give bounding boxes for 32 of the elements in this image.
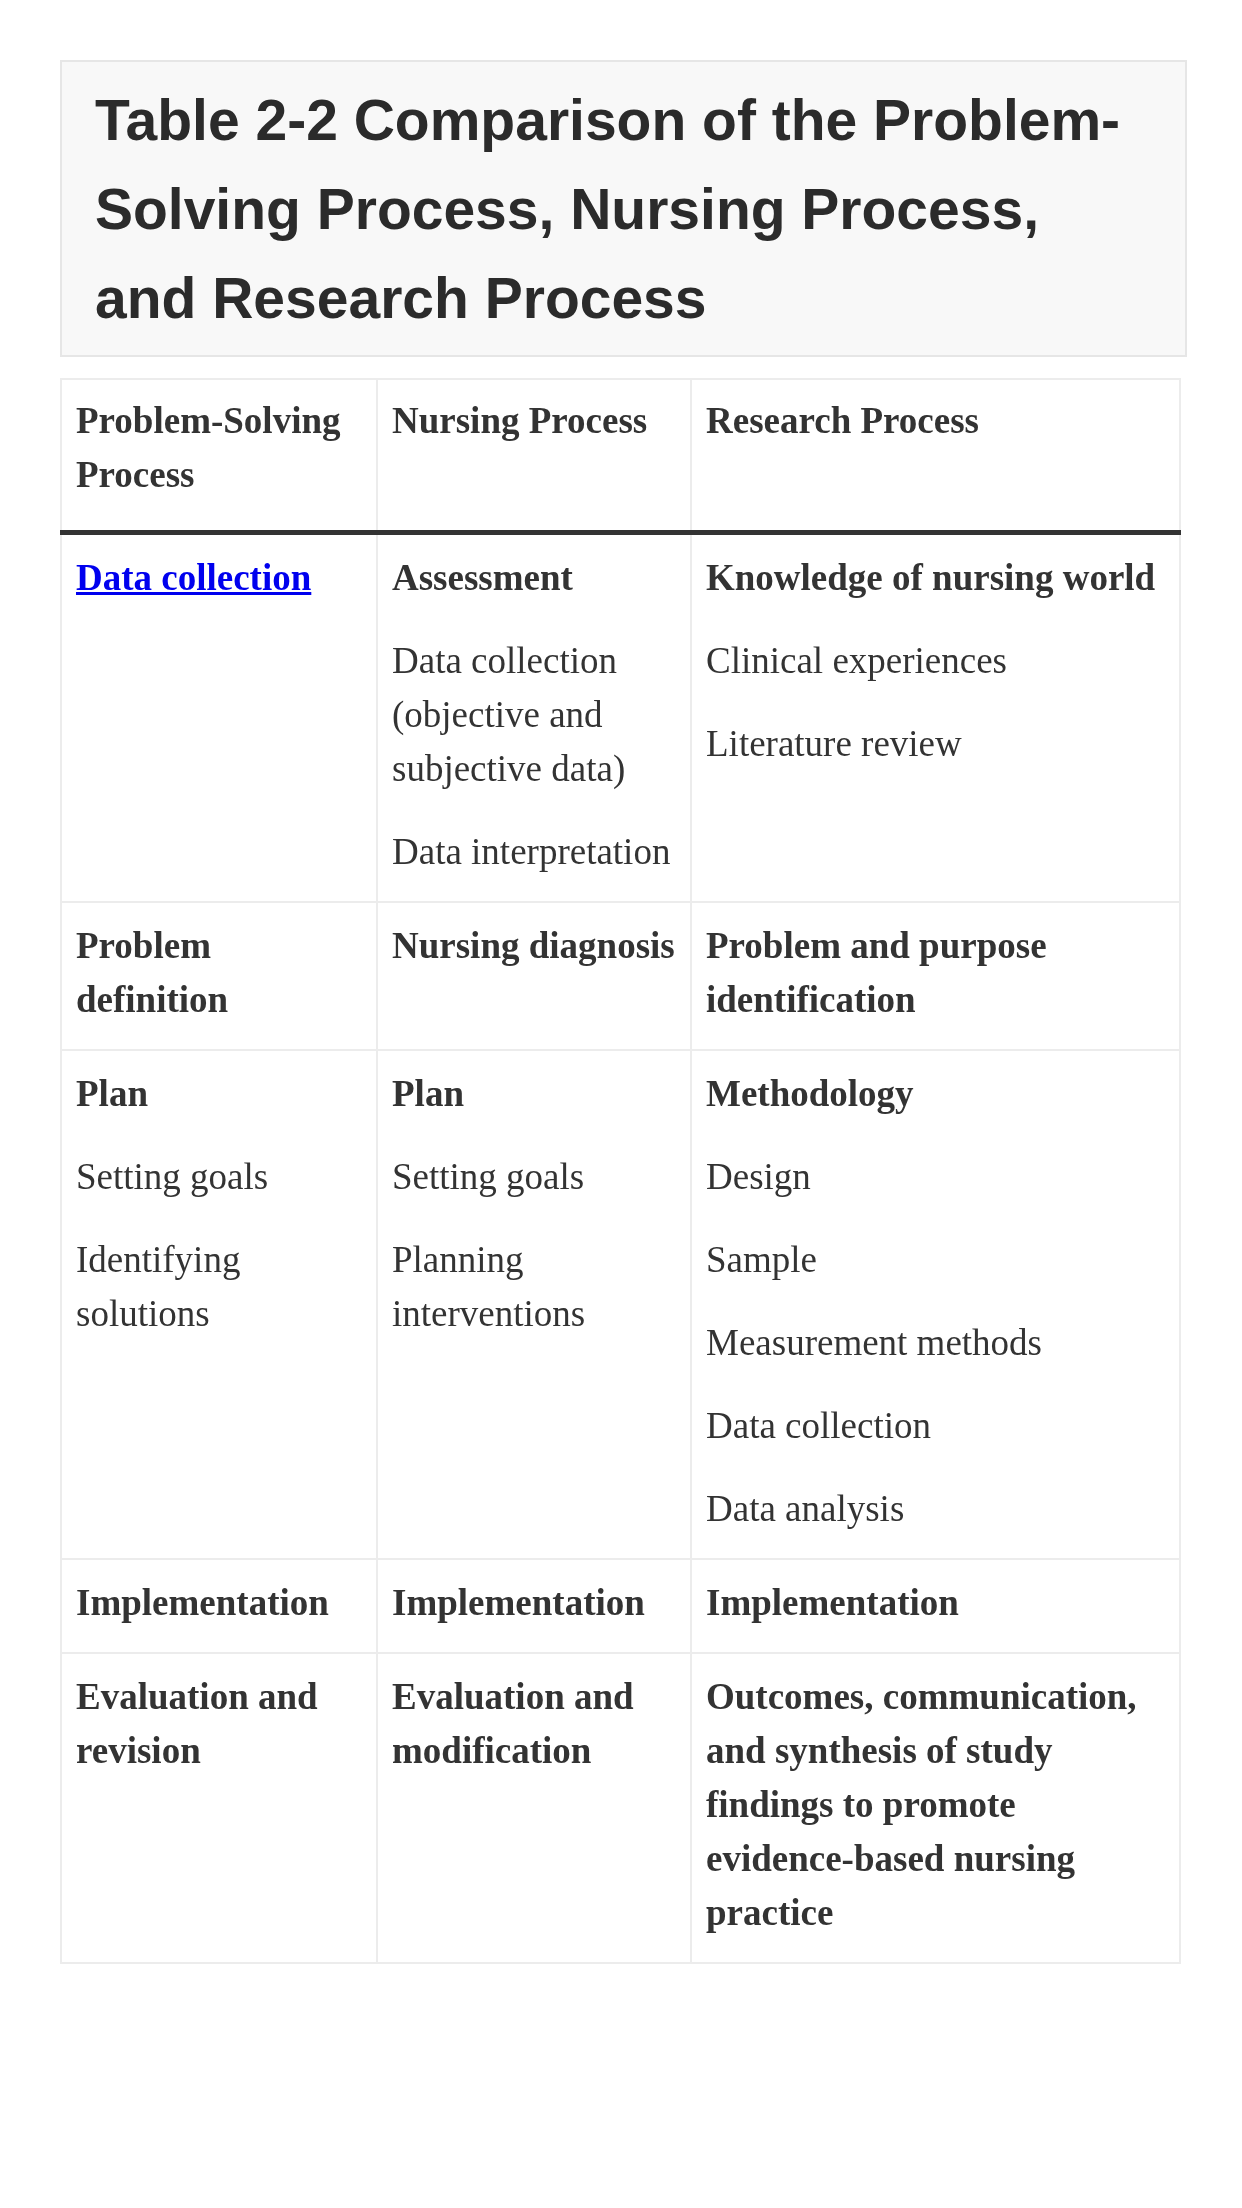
row-heading: Problem and purpose identification <box>706 924 1048 1022</box>
cell-text: Measurement methods <box>706 1321 1043 1365</box>
row-heading: Knowledge of nursing world <box>706 556 1157 600</box>
cell-text: Setting goals <box>76 1155 270 1199</box>
row-heading: Problem definition <box>76 924 230 1022</box>
cell-text: Literature review <box>706 722 963 766</box>
row-heading: Implementation <box>706 1581 960 1625</box>
row-heading: Plan <box>392 1072 465 1116</box>
column-header: Nursing Process <box>392 399 649 443</box>
cell-text: Planning interventions <box>392 1238 587 1336</box>
cell-text: Design <box>706 1155 812 1199</box>
row-heading: Nursing diagnosis <box>392 924 676 968</box>
cell-text: Data interpretation <box>392 830 672 874</box>
row-heading: Outcomes, communication, and synthesis of study findings to promote evidence-based nursing practice <box>706 1675 1138 1935</box>
row-heading: Plan <box>76 1072 149 1116</box>
cell-text: Clinical experiences <box>706 639 1008 683</box>
cell-text: Setting goals <box>392 1155 586 1199</box>
row-heading: Implementation <box>76 1581 330 1625</box>
cell-text: Data analysis <box>706 1487 906 1531</box>
row-heading: Methodology <box>706 1072 915 1116</box>
row-heading: Implementation <box>392 1581 646 1625</box>
link: Data collection <box>76 557 312 598</box>
row-heading: Evaluation and revision <box>76 1675 319 1773</box>
row-heading: Assessment <box>392 556 574 600</box>
table-title: Table 2-2 Comparison of the Problem-Solving Process, Nursing Process, and Research Process <box>95 87 1122 332</box>
cell-text: Data collection <box>706 1404 932 1448</box>
column-header: Research Process <box>706 399 980 443</box>
cell-text: Identifying solutions <box>76 1238 242 1336</box>
cell-text: Sample <box>706 1238 818 1282</box>
column-header: Problem-Solving Process <box>76 399 342 497</box>
row-heading: Evaluation and modification <box>392 1675 635 1773</box>
cell-text: Data collection (objective and subjective data) <box>392 639 627 791</box>
